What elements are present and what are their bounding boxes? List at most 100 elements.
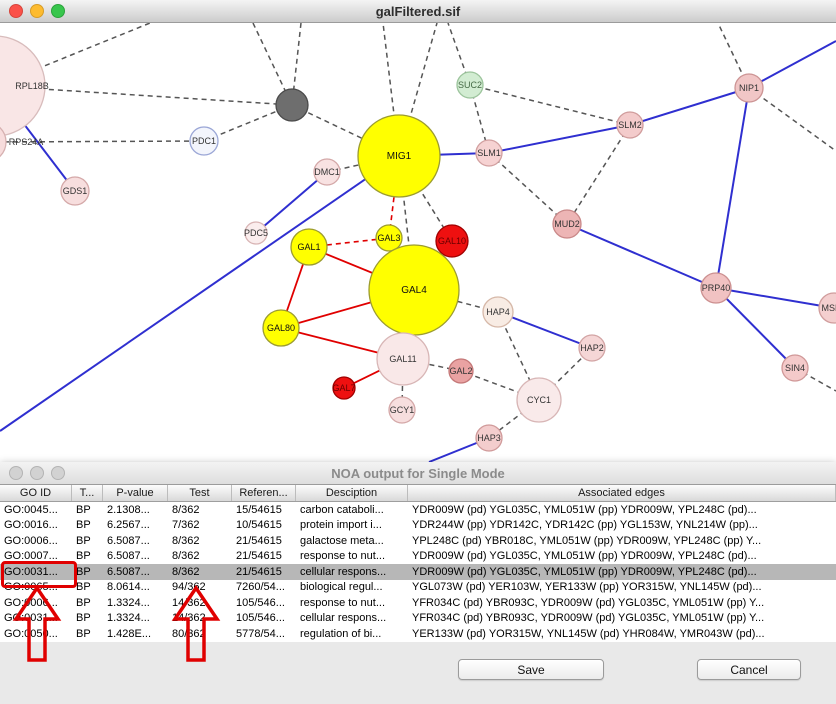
minimize-button[interactable] — [30, 466, 44, 480]
graph-node-slm1[interactable] — [475, 139, 503, 167]
save-button[interactable]: Save — [458, 659, 604, 680]
graph-node-gds1[interactable] — [60, 176, 90, 206]
graph-node-pdc5[interactable] — [244, 221, 268, 245]
network-graph: RPL18BRPS24AGDS1PDC1DMC1MIG1SUC2SLM1SLM2… — [0, 23, 836, 462]
graph-node-label: HAP2 — [580, 343, 604, 353]
zoom-button[interactable] — [51, 4, 65, 18]
close-button[interactable] — [9, 4, 23, 18]
graph-node-mig1[interactable] — [357, 114, 441, 198]
table-cell-test: 80/362 — [172, 627, 206, 640]
close-button[interactable] — [9, 466, 23, 480]
cancel-button[interactable]: Cancel — [697, 659, 801, 680]
window-controls — [9, 4, 65, 18]
graph-node-prp40[interactable] — [700, 272, 732, 304]
graph-node-label: SUC2 — [458, 80, 482, 90]
graph-node-gal10[interactable] — [435, 224, 469, 258]
graph-edge-dashed — [748, 87, 836, 152]
graph-node-rps24a[interactable] — [0, 122, 7, 162]
column-header-associated-edges[interactable]: Associated edges — [408, 485, 836, 501]
graph-node-gal2[interactable] — [448, 358, 474, 384]
graph-edge-red-dashed — [388, 155, 400, 239]
graph-node-label: RPL18B — [15, 81, 49, 91]
graph-node-dmc1[interactable] — [313, 158, 341, 186]
graph-node-label: RPS24A — [9, 137, 44, 147]
table-cell-test: 8/362 — [172, 503, 200, 516]
graph-node-gal7[interactable] — [332, 376, 356, 400]
graph-node-nip1[interactable] — [734, 73, 764, 103]
column-header-type[interactable]: T... — [72, 485, 103, 501]
table-cell-p-value: 1.3324... — [107, 596, 150, 609]
graph-node-label: PDC5 — [244, 228, 268, 238]
noa-window-title: NOA output for Single Mode — [331, 465, 505, 481]
graph-node-gal80[interactable] — [262, 309, 300, 347]
table-cell-p-value: 6.5087... — [107, 565, 150, 578]
table-cell-go-id: GO:0007... — [4, 550, 58, 563]
table-cell-reference: 5778/54... — [236, 627, 285, 640]
graph-edge-dashed — [794, 367, 836, 392]
table-cell-associated-edges: YFR034C (pd) YBR093C, YDR009W (pd) YGL03… — [412, 612, 765, 625]
graph-node-suc2[interactable] — [456, 71, 484, 99]
graph-node-rpl18b[interactable] — [0, 35, 46, 137]
table-cell-p-value: 1.428E... — [107, 627, 152, 640]
graph-node-sin4[interactable] — [781, 354, 809, 382]
table-cell-test: 14/362 — [172, 596, 206, 609]
noa-window-titlebar[interactable]: NOA output for Single Mode — [0, 462, 836, 485]
graph-node-mud2[interactable] — [552, 209, 582, 239]
table-cell-associated-edges: YDR009W (pd) YGL035C, YML051W (pp) YDR00… — [412, 565, 757, 578]
table-cell-go-id: GO:0065... — [4, 581, 58, 594]
graph-node-cyc1[interactable] — [516, 377, 562, 423]
table-cell-type: BP — [76, 612, 91, 625]
graph-node-label: HAP4 — [486, 307, 510, 317]
graph-edge-dashed — [0, 140, 205, 143]
graph-node-gcy1[interactable] — [388, 396, 416, 424]
graph-node-gal3[interactable] — [375, 224, 403, 252]
graph-node-gray[interactable] — [275, 88, 309, 122]
graph-node-gal1[interactable] — [290, 228, 328, 266]
table-cell-description: protein import i... — [300, 519, 382, 532]
table-cell-description: galactose meta... — [300, 534, 384, 547]
graph-node-label: SLM2 — [618, 120, 642, 130]
graph-window-titlebar[interactable]: galFiltered.sif — [0, 0, 836, 23]
graph-edge-dashed — [203, 104, 293, 142]
table-cell-test: 7/362 — [172, 519, 200, 532]
table-cell-description: cellular respons... — [300, 565, 387, 578]
column-header-go-id[interactable]: GO ID — [0, 485, 72, 501]
graph-node-hap3[interactable] — [475, 424, 503, 452]
graph-node-slm2[interactable] — [616, 111, 644, 139]
table-cell-go-id: GO:0031... — [4, 612, 58, 625]
column-header-description[interactable]: Desciption — [296, 485, 408, 501]
column-header-test[interactable]: Test — [168, 485, 232, 501]
graph-node-pdc1[interactable] — [189, 126, 219, 156]
table-cell-p-value: 2.1308... — [107, 503, 150, 516]
graph-edge-dashed — [488, 152, 568, 225]
table-cell-associated-edges: YFR034C (pd) YBR093C, YDR009W (pd) YGL03… — [412, 596, 765, 609]
graph-node-msn5[interactable] — [818, 292, 836, 324]
graph-edge-blue — [566, 223, 717, 289]
zoom-button[interactable] — [51, 466, 65, 480]
graph-node-hap2[interactable] — [578, 334, 606, 362]
graph-node-gal11[interactable] — [376, 332, 430, 386]
table-cell-go-id: GO:0031... — [4, 565, 58, 578]
graph-node-label: GDS1 — [63, 186, 88, 196]
window-controls-inactive — [9, 466, 65, 480]
table-cell-description: response to nut... — [300, 596, 385, 609]
column-header-reference[interactable]: Referen... — [232, 485, 296, 501]
minimize-button[interactable] — [30, 4, 44, 18]
table-cell-type: BP — [76, 534, 91, 547]
table-cell-type: BP — [76, 519, 91, 532]
column-header-p-value[interactable]: P-value — [103, 485, 168, 501]
graph-node-hap4[interactable] — [482, 296, 514, 328]
